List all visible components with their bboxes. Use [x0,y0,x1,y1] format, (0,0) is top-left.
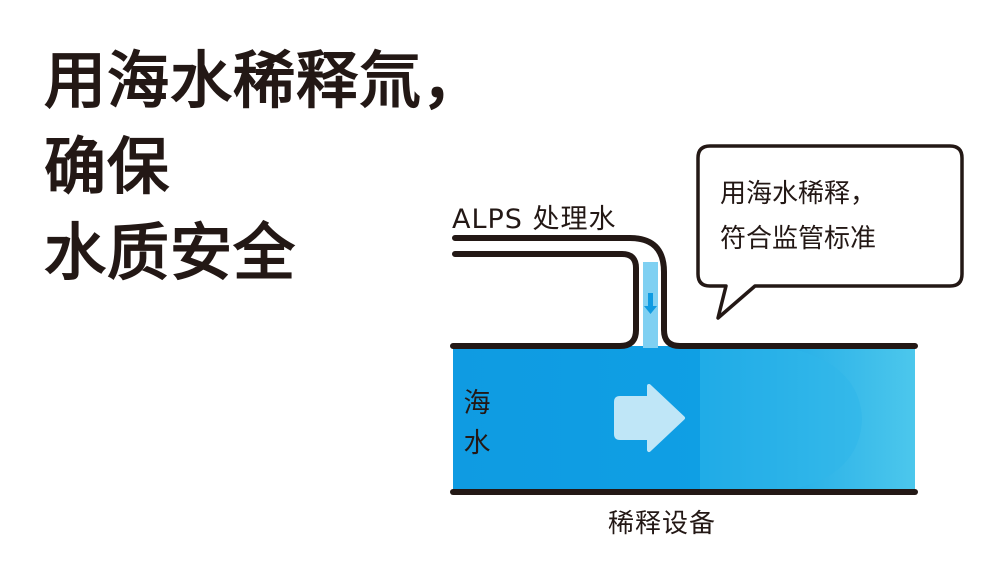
bubble-line-2: 符合监管标准 [720,224,877,254]
mixing-zone [700,348,862,490]
seawater-label-char-2: 水 [463,428,491,459]
headline-line-3: 水质安全 [44,216,297,289]
speech-bubble-text: 用海水稀释， 符合监管标准 [720,172,876,262]
alps-pipe-top-wall [452,235,918,349]
bubble-line-1: 用海水稀释， [720,179,877,209]
speech-bubble [696,144,964,320]
flow-arrow-icon [614,384,685,452]
seawater-label: 海 水 [462,384,492,464]
headline-line-2: 确保 [44,130,171,203]
alps-treated-water-label: ALPS 处理水 [452,204,617,235]
alps-pipe-bottom-wall [450,251,639,349]
drip-arrow-icon [644,293,657,314]
headline: 用海水稀释氚， 确保 水质安全 [44,38,604,296]
headline-line-1: 用海水稀释氚， [44,44,486,117]
seawater-label-char-1: 海 [463,388,491,419]
dilution-device-label: 稀释设备 [608,509,717,539]
